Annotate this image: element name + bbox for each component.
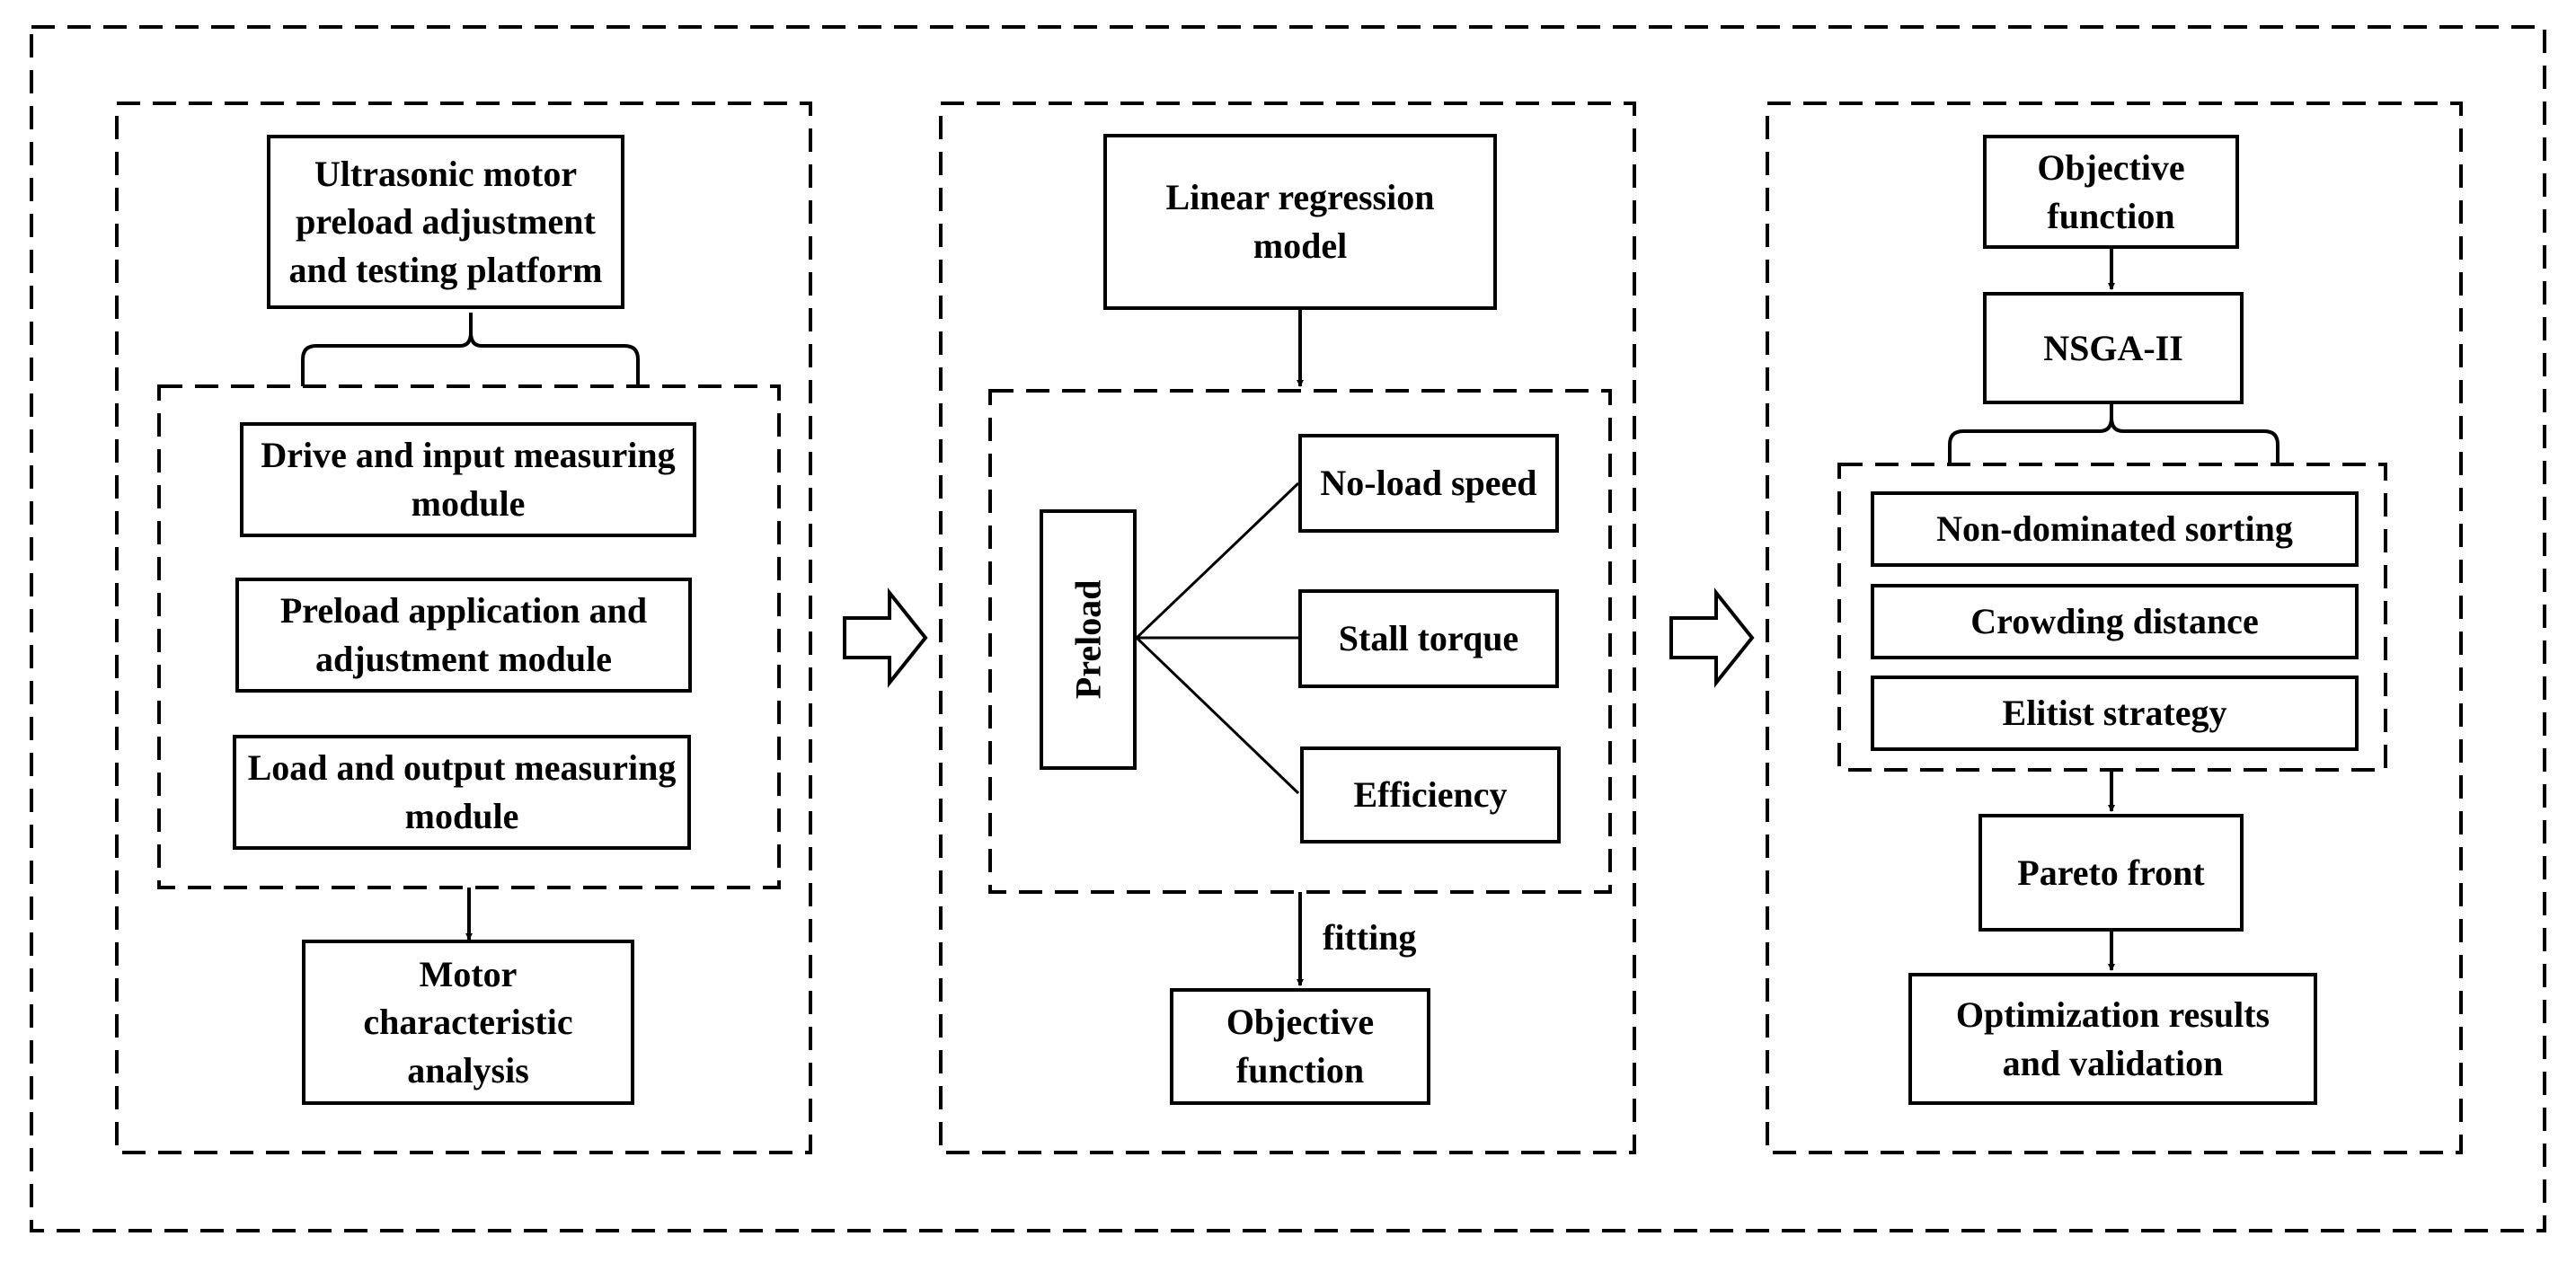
objective-function-box-2: Objective function — [1170, 988, 1430, 1105]
panel-3-frame — [1766, 102, 2463, 1154]
fitting-label: fitting — [1323, 917, 1417, 958]
regression-model-box: Linear regression model — [1103, 134, 1497, 310]
link-preload-efficiency — [1135, 636, 1300, 795]
module-load-output: Load and output measuring module — [233, 735, 691, 850]
module-preload-application: Preload application and adjustment modul… — [235, 578, 692, 693]
nsga-ii-box: NSGA-II — [1983, 292, 2244, 404]
step-crowding-distance: Crowding distance — [1871, 584, 2359, 659]
platform-brace — [301, 313, 640, 386]
link-preload-speed — [1135, 481, 1300, 640]
output-efficiency: Efficiency — [1300, 746, 1561, 843]
output-no-load-speed: No-load speed — [1298, 434, 1559, 533]
outer-frame — [30, 25, 2546, 1232]
nsga-brace — [1948, 404, 2279, 464]
preload-label: Preload — [1067, 579, 1109, 700]
platform-box: Ultrasonic motor preload adjustment and … — [267, 135, 624, 309]
preload-box: Preload — [1040, 509, 1137, 770]
modules-group-frame — [157, 384, 781, 889]
objective-function-box-3: Objective function — [1983, 135, 2239, 249]
panel-2-frame — [939, 102, 1636, 1154]
flow-arrow-1 — [843, 587, 928, 688]
preload-group-frame — [988, 389, 1612, 894]
step-non-dominated-sorting: Non-dominated sorting — [1871, 491, 2359, 567]
output-stall-torque: Stall torque — [1298, 589, 1559, 688]
motor-analysis-box: Motor characteristic analysis — [302, 940, 634, 1105]
step-elitist-strategy: Elitist strategy — [1871, 676, 2359, 751]
module-drive-input: Drive and input measuring module — [240, 422, 696, 537]
results-validation-box: Optimization results and validation — [1908, 973, 2317, 1105]
flow-arrow-2 — [1669, 587, 1755, 688]
pareto-front-box: Pareto front — [1978, 814, 2244, 932]
panel-1-frame — [115, 102, 812, 1154]
